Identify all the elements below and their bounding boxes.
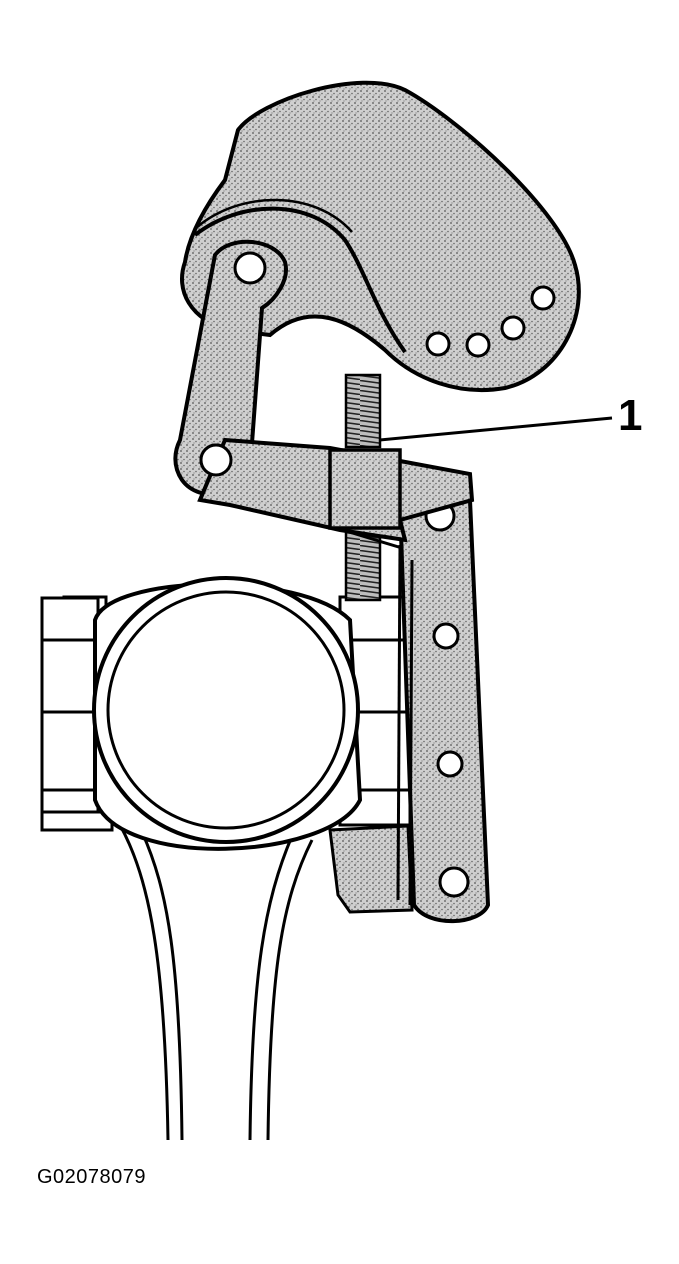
callout-1: 1 — [379, 391, 642, 442]
threaded-spindle — [344, 373, 382, 602]
callout-1-label: 1 — [618, 391, 642, 440]
lower-clamp-block — [328, 824, 414, 914]
upper-cam-plate — [180, 80, 581, 393]
horizontal-bridge-arm — [197, 437, 475, 550]
figure-id: G02078079 — [37, 1166, 147, 1188]
right-vertical-arm — [396, 487, 491, 924]
connecting-rod-shank — [118, 824, 314, 1141]
connecting-rod-big-end — [92, 576, 363, 851]
